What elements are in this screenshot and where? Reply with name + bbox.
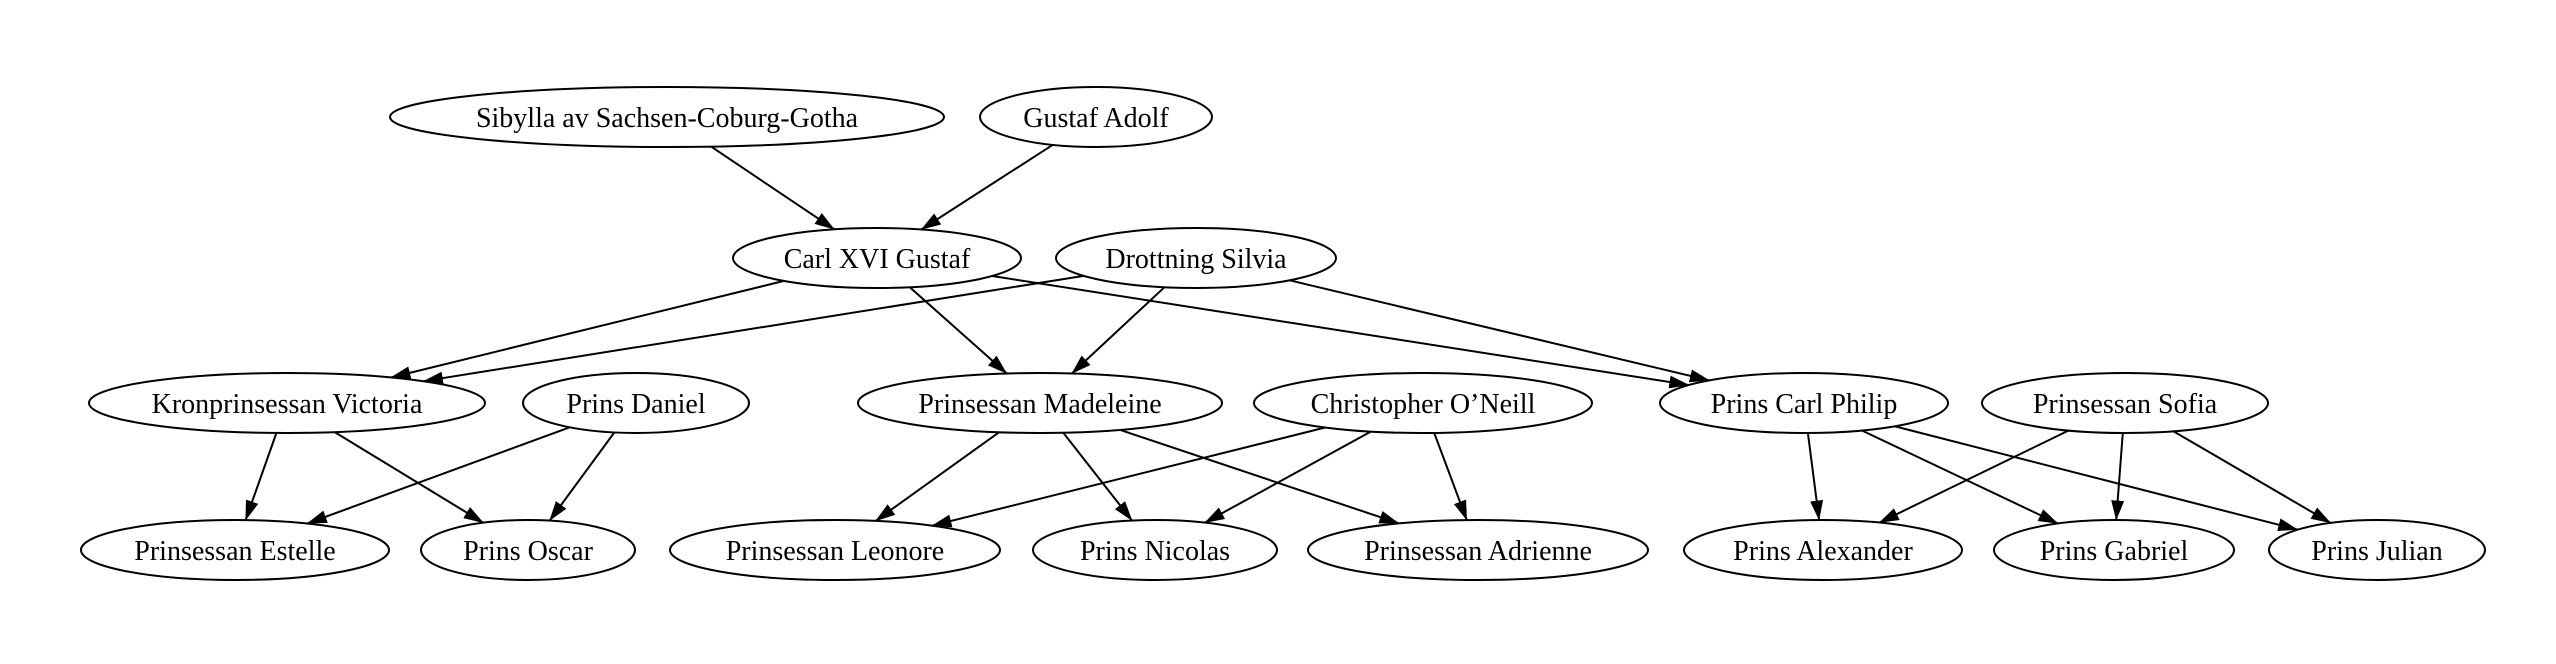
edge-sofia-to-gabriel xyxy=(2111,432,2125,521)
node-madeleine: Prinsessan Madeleine xyxy=(857,372,1223,434)
edge-daniel-to-estelle xyxy=(306,426,571,525)
node-silvia: Drottning Silvia xyxy=(1055,227,1337,289)
edge-carl-philip-to-gabriel xyxy=(1861,429,2059,525)
edge-gustaf-adolf-to-carl xyxy=(920,143,1054,231)
node-label-gustaf-adolf: Gustaf Adolf xyxy=(1023,103,1169,134)
edge-carl-philip-to-julian xyxy=(1894,425,2299,532)
node-label-nicolas: Prins Nicolas xyxy=(1080,536,1230,567)
edge-layer xyxy=(244,143,2332,532)
node-label-gabriel: Prins Gabriel xyxy=(2040,536,2189,567)
node-carl: Carl XVI Gustaf xyxy=(732,227,1022,289)
edge-madeleine-to-leonore xyxy=(875,431,1000,522)
node-ellipse-julian xyxy=(2268,519,2486,581)
node-julian: Prins Julian xyxy=(2268,519,2486,581)
edge-oneill-to-leonore xyxy=(931,426,1326,528)
node-ellipse-gustaf-adolf xyxy=(979,86,1213,148)
edge-silvia-to-carl-philip xyxy=(1289,279,1710,383)
node-layer: Sibylla av Sachsen-Coburg-Gotha Gustaf Ad… xyxy=(80,86,2486,581)
edge-oneill-to-adrienne xyxy=(1433,432,1468,521)
edge-madeleine-to-nicolas xyxy=(1062,432,1133,522)
edge-carl-to-madeleine xyxy=(909,286,1008,375)
edge-oneill-to-nicolas xyxy=(1204,430,1372,524)
node-label-julian: Prins Julian xyxy=(2311,536,2442,567)
node-oscar: Prins Oscar xyxy=(420,519,636,581)
node-ellipse-adrienne xyxy=(1307,519,1649,581)
node-ellipse-victoria xyxy=(88,372,486,434)
node-label-victoria: Kronprinsessan Victoria xyxy=(152,389,423,420)
node-ellipse-silvia xyxy=(1055,227,1337,289)
node-ellipse-nicolas xyxy=(1032,519,1278,581)
node-label-oscar: Prins Oscar xyxy=(463,536,594,567)
node-label-estelle: Prinsessan Estelle xyxy=(134,536,335,567)
node-label-daniel: Prins Daniel xyxy=(566,389,705,420)
node-ellipse-estelle xyxy=(80,519,390,581)
node-carl-philip: Prins Carl Philip xyxy=(1659,372,1949,434)
node-label-adrienne: Prinsessan Adrienne xyxy=(1364,536,1592,567)
node-label-silvia: Drottning Silvia xyxy=(1105,244,1287,275)
node-label-sibylla: Sibylla av Sachsen-Coburg-Gotha xyxy=(476,103,859,134)
edge-sofia-to-alexander xyxy=(1878,429,2069,524)
node-sibylla: Sibylla av Sachsen-Coburg-Gotha xyxy=(389,86,945,148)
node-ellipse-alexander xyxy=(1683,519,1963,581)
edge-sofia-to-julian xyxy=(2172,430,2332,524)
node-ellipse-sibylla xyxy=(389,86,945,148)
node-ellipse-gabriel xyxy=(1993,519,2235,581)
node-nicolas: Prins Nicolas xyxy=(1032,519,1278,581)
edge-carl-philip-to-alexander xyxy=(1806,432,1824,521)
edge-carl-to-victoria xyxy=(390,279,785,380)
node-gustaf-adolf: Gustaf Adolf xyxy=(979,86,1213,148)
edge-sibylla-to-carl xyxy=(710,145,835,231)
edge-madeleine-to-adrienne xyxy=(1119,428,1400,525)
node-ellipse-madeleine xyxy=(857,372,1223,434)
node-adrienne: Prinsessan Adrienne xyxy=(1307,519,1649,581)
node-label-madeleine: Prinsessan Madeleine xyxy=(918,389,1161,420)
node-victoria: Kronprinsessan Victoria xyxy=(88,372,486,434)
edge-daniel-to-oscar xyxy=(548,431,616,522)
node-ellipse-sofia xyxy=(1981,372,2269,434)
node-oneill: Christopher O’Neill xyxy=(1253,372,1593,434)
node-label-alexander: Prins Alexander xyxy=(1733,536,1913,567)
node-gabriel: Prins Gabriel xyxy=(1993,519,2235,581)
node-ellipse-oscar xyxy=(420,519,636,581)
node-estelle: Prinsessan Estelle xyxy=(80,519,390,581)
node-label-leonore: Prinsessan Leonore xyxy=(726,536,945,567)
edge-silvia-to-victoria xyxy=(422,274,1084,385)
edge-carl-to-carl-philip xyxy=(992,275,1690,389)
node-label-carl: Carl XVI Gustaf xyxy=(784,244,971,275)
node-ellipse-carl xyxy=(732,227,1022,289)
node-ellipse-carl-philip xyxy=(1659,372,1949,434)
node-ellipse-daniel xyxy=(522,372,750,434)
node-label-oneill: Christopher O’Neill xyxy=(1311,389,1536,420)
edge-silvia-to-madeleine xyxy=(1071,286,1166,375)
node-label-carl-philip: Prins Carl Philip xyxy=(1711,389,1898,420)
node-leonore: Prinsessan Leonore xyxy=(669,519,1001,581)
edge-victoria-to-estelle xyxy=(244,432,278,521)
node-ellipse-oneill xyxy=(1253,372,1593,434)
node-alexander: Prins Alexander xyxy=(1683,519,1963,581)
node-ellipse-leonore xyxy=(669,519,1001,581)
edge-victoria-to-oscar xyxy=(334,431,484,524)
node-sofia: Prinsessan Sofia xyxy=(1981,372,2269,434)
node-daniel: Prins Daniel xyxy=(522,372,750,434)
node-label-sofia: Prinsessan Sofia xyxy=(2033,389,2218,420)
